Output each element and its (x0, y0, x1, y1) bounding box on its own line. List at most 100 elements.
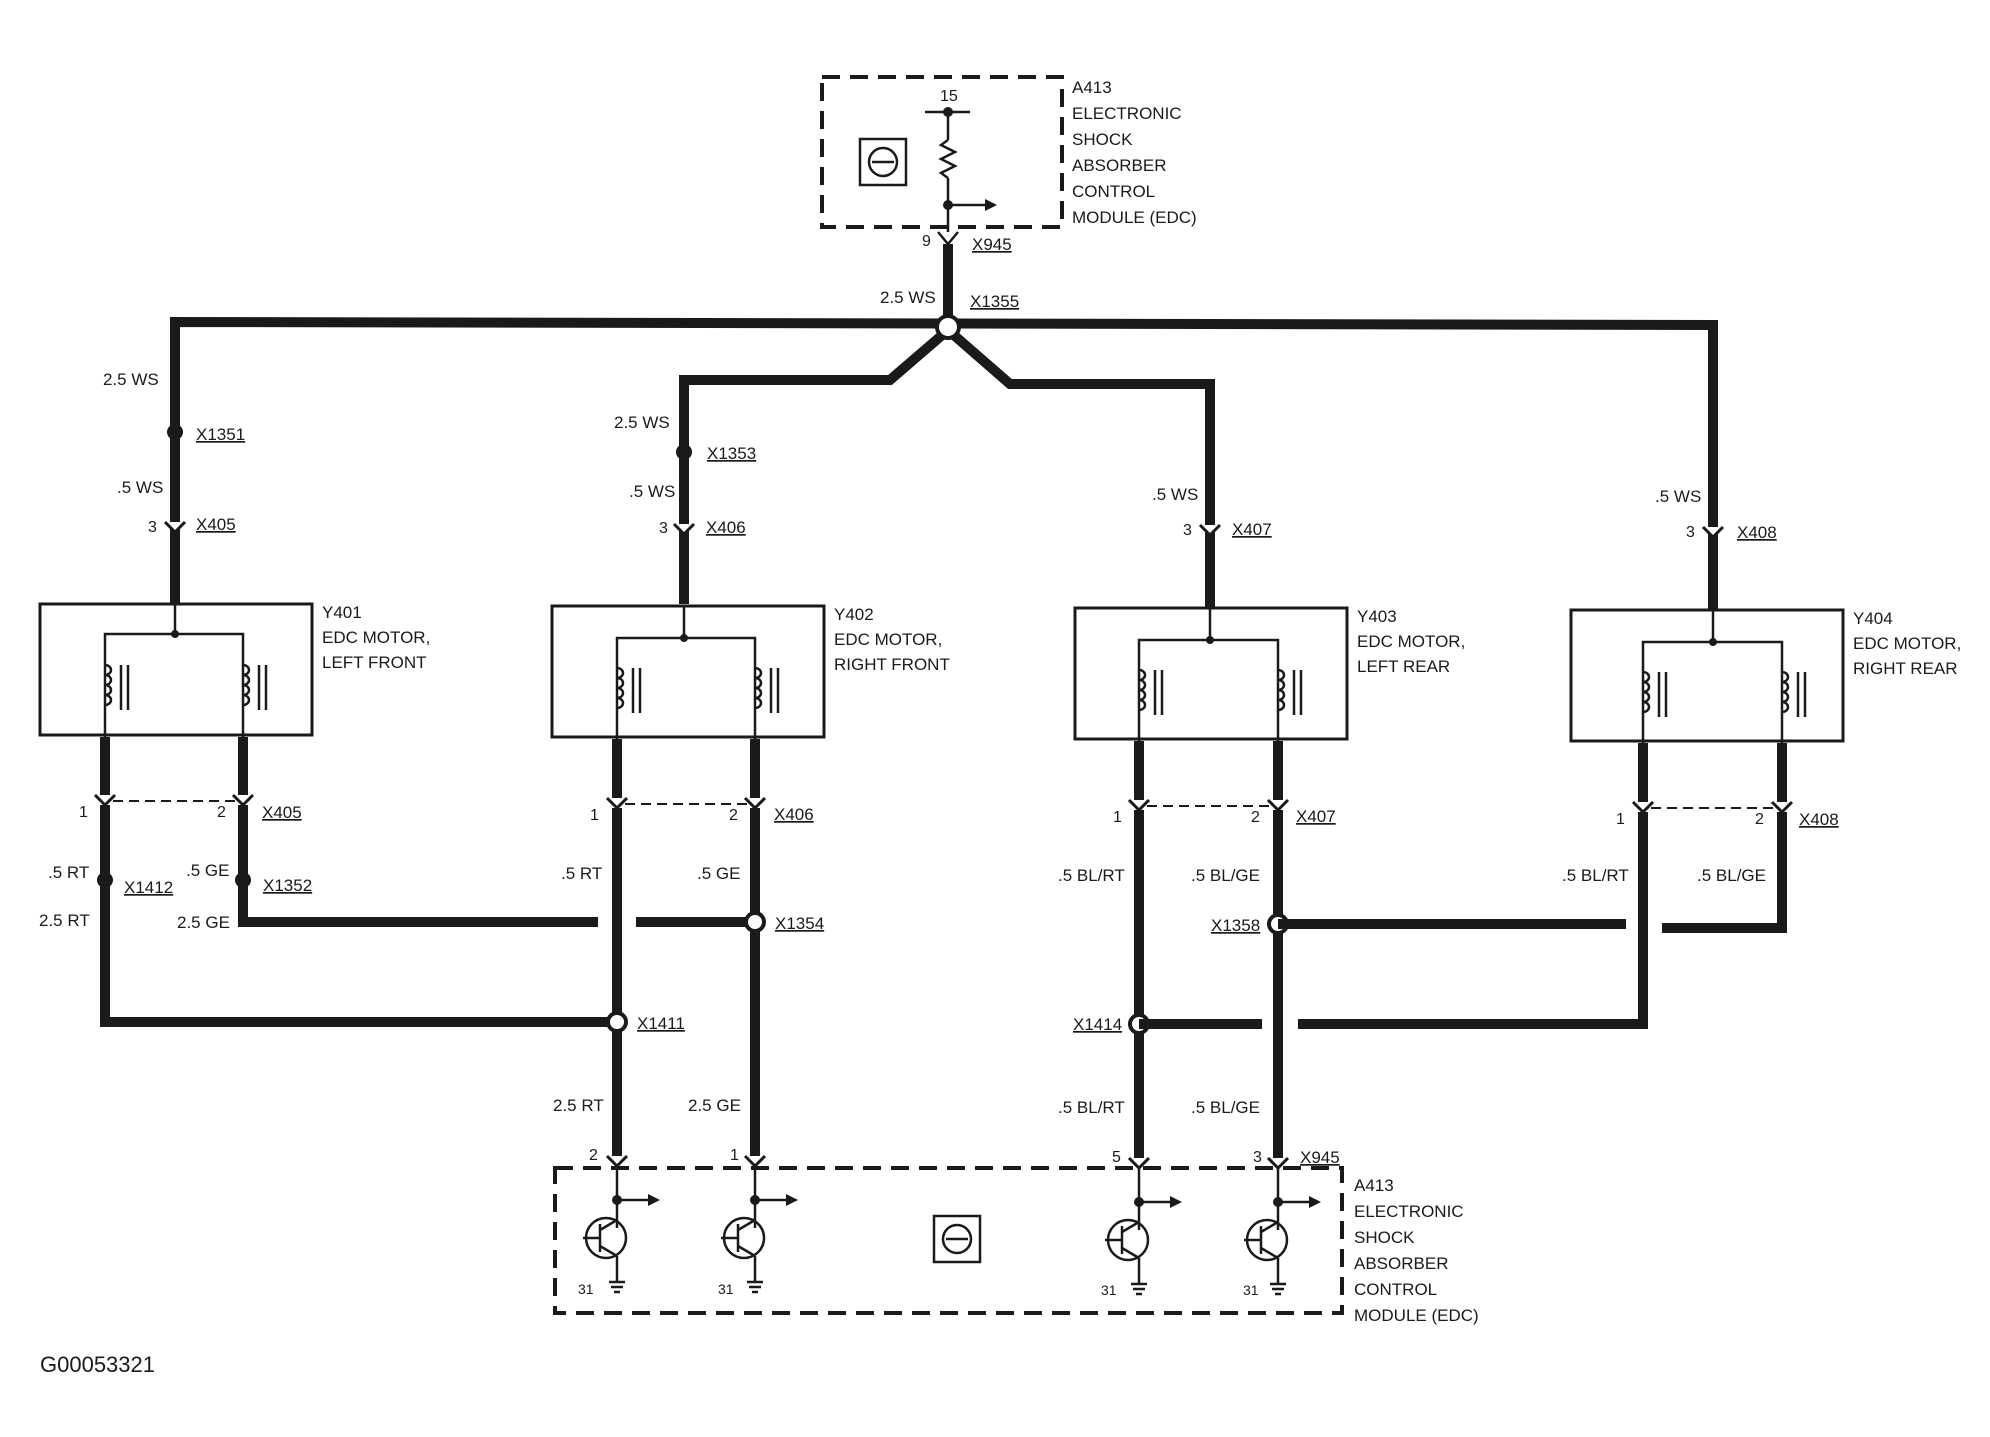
splice-x1355 (935, 314, 961, 340)
coil-icon (754, 666, 763, 710)
splice-x1355-label: X1355 (970, 292, 1019, 311)
coil-icon (1781, 670, 1790, 714)
svg-text:.5 WS: .5 WS (117, 478, 163, 497)
svg-text:.5 BL/RT: .5 BL/RT (1058, 866, 1125, 885)
lower-wiring: .5 RT X1412 2.5 RT .5 GE X1352 2.5 GE .5… (39, 805, 1787, 1158)
coil-icon (616, 666, 625, 710)
svg-text:2.5 GE: 2.5 GE (688, 1096, 741, 1115)
svg-text:2: 2 (1755, 811, 1764, 828)
svg-text:X1412: X1412 (124, 878, 173, 897)
svg-text:31: 31 (1101, 1282, 1117, 1298)
terminal-15-label: 15 (940, 88, 958, 105)
coil-icon (1138, 668, 1147, 712)
module-bottom-name: A413 (1354, 1176, 1394, 1195)
transistor-stage-2: 31 (718, 1166, 798, 1297)
svg-text:X1352: X1352 (263, 876, 312, 895)
branch-left-rear: .5 WS 3 X407 (1152, 384, 1272, 606)
svg-text:31: 31 (1243, 1282, 1259, 1298)
svg-text:2.5 WS: 2.5 WS (614, 413, 670, 432)
module-bottom-symbol (932, 1214, 982, 1264)
svg-text:3: 3 (659, 520, 668, 537)
svg-text:MODULE (EDC): MODULE (EDC) (1354, 1306, 1479, 1325)
svg-text:.5 RT: .5 RT (48, 863, 89, 882)
module-top-description: A413 ELECTRONIC SHOCK ABSORBER CONTROL M… (1072, 78, 1197, 227)
svg-text:3: 3 (1183, 522, 1192, 539)
figure-id: G00053321 (40, 1352, 155, 1377)
motor-y404: Y404 EDC MOTOR, RIGHT REAR (1569, 608, 1961, 743)
svg-text:X405: X405 (196, 515, 236, 534)
connector-x407-lower: 1 2 X407 (1113, 741, 1336, 826)
svg-text:X406: X406 (706, 518, 746, 537)
module-bottom: 2 1 5 3 X945 31 (553, 1147, 1479, 1325)
svg-text:2: 2 (1251, 809, 1260, 826)
branch-right-front: 2.5 WS X1353 .5 WS 3 X406 (614, 380, 756, 604)
connector-x405-lower: 1 2 X405 (79, 737, 302, 822)
connector-x945-bottom-label: X945 (1300, 1148, 1340, 1167)
svg-text:RIGHT FRONT: RIGHT FRONT (834, 655, 950, 674)
svg-text:SHOCK: SHOCK (1072, 130, 1133, 149)
svg-text:X1351: X1351 (196, 425, 245, 444)
svg-text:X408: X408 (1799, 810, 1839, 829)
svg-text:CONTROL: CONTROL (1072, 182, 1155, 201)
svg-text:31: 31 (578, 1281, 594, 1297)
motor-y402: Y402 EDC MOTOR, RIGHT FRONT (550, 604, 950, 739)
svg-text:.5 RT: .5 RT (561, 864, 602, 883)
svg-text:2: 2 (217, 804, 226, 821)
motor-y404-id: Y404 (1853, 609, 1893, 628)
branch-left-front: 2.5 WS X1351 .5 WS 3 X405 (103, 369, 245, 604)
connector-x945-top (937, 231, 959, 246)
motor-y403-id: Y403 (1357, 607, 1397, 626)
svg-text:MODULE (EDC): MODULE (EDC) (1072, 208, 1197, 227)
svg-text:X407: X407 (1232, 520, 1272, 539)
svg-text:.5 WS: .5 WS (1655, 487, 1701, 506)
svg-text:3: 3 (148, 519, 157, 536)
svg-text:ABSORBER: ABSORBER (1072, 156, 1166, 175)
motor-y401-id: Y401 (322, 603, 362, 622)
module-top-symbol (858, 137, 908, 187)
svg-text:.5 BL/RT: .5 BL/RT (1058, 1098, 1125, 1117)
module-top: 15 A413 ELECTRONIC SHOCK ABSORBER CONTRO… (820, 75, 1197, 254)
transistor-stage-4: 31 (1243, 1168, 1321, 1298)
arrow-icon (985, 199, 997, 211)
svg-text:CONTROL: CONTROL (1354, 1280, 1437, 1299)
svg-text:2: 2 (589, 1147, 598, 1164)
svg-text:X1411: X1411 (637, 1014, 685, 1033)
svg-text:X1414: X1414 (1073, 1015, 1122, 1034)
svg-text:EDC MOTOR,: EDC MOTOR, (322, 628, 430, 647)
svg-text:.5 BL/GE: .5 BL/GE (1191, 866, 1260, 885)
svg-text:1: 1 (79, 804, 88, 821)
motor-y402-id: Y402 (834, 605, 874, 624)
connector-x945-label: X945 (972, 235, 1012, 254)
svg-text:X1358: X1358 (1211, 916, 1260, 935)
svg-text:31: 31 (718, 1281, 734, 1297)
svg-text:.5 BL/RT: .5 BL/RT (1562, 866, 1629, 885)
module-top-boundary (820, 75, 1064, 229)
svg-text:2.5 RT: 2.5 RT (39, 911, 90, 930)
motor-y401: Y401 EDC MOTOR, LEFT FRONT (38, 602, 430, 737)
svg-text:X407: X407 (1296, 807, 1336, 826)
svg-text:EDC MOTOR,: EDC MOTOR, (1357, 632, 1465, 651)
module-bottom-boundary (553, 1166, 1344, 1315)
svg-text:1: 1 (590, 807, 599, 824)
connector-x406-lower: 1 2 X406 (590, 739, 814, 824)
resistor-symbol (938, 138, 958, 180)
svg-text:1: 1 (730, 1147, 739, 1164)
svg-text:SHOCK: SHOCK (1354, 1228, 1415, 1247)
svg-text:.5 GE: .5 GE (697, 864, 740, 883)
svg-text:.5 WS: .5 WS (1152, 485, 1198, 504)
svg-text:LEFT REAR: LEFT REAR (1357, 657, 1450, 676)
svg-text:X405: X405 (262, 803, 302, 822)
coil-icon (1642, 670, 1651, 714)
svg-text:2.5 GE: 2.5 GE (177, 913, 230, 932)
svg-text:3: 3 (1686, 524, 1695, 541)
svg-text:X1354: X1354 (775, 914, 824, 933)
svg-text:2.5 RT: 2.5 RT (553, 1096, 604, 1115)
coil-icon (242, 663, 251, 707)
svg-text:2.5 WS: 2.5 WS (880, 288, 936, 307)
svg-text:1: 1 (1113, 809, 1122, 826)
svg-text:.5 GE: .5 GE (186, 861, 229, 880)
svg-text:1: 1 (1616, 811, 1625, 828)
svg-text:3: 3 (1253, 1149, 1262, 1166)
coil-icon (1277, 668, 1286, 712)
